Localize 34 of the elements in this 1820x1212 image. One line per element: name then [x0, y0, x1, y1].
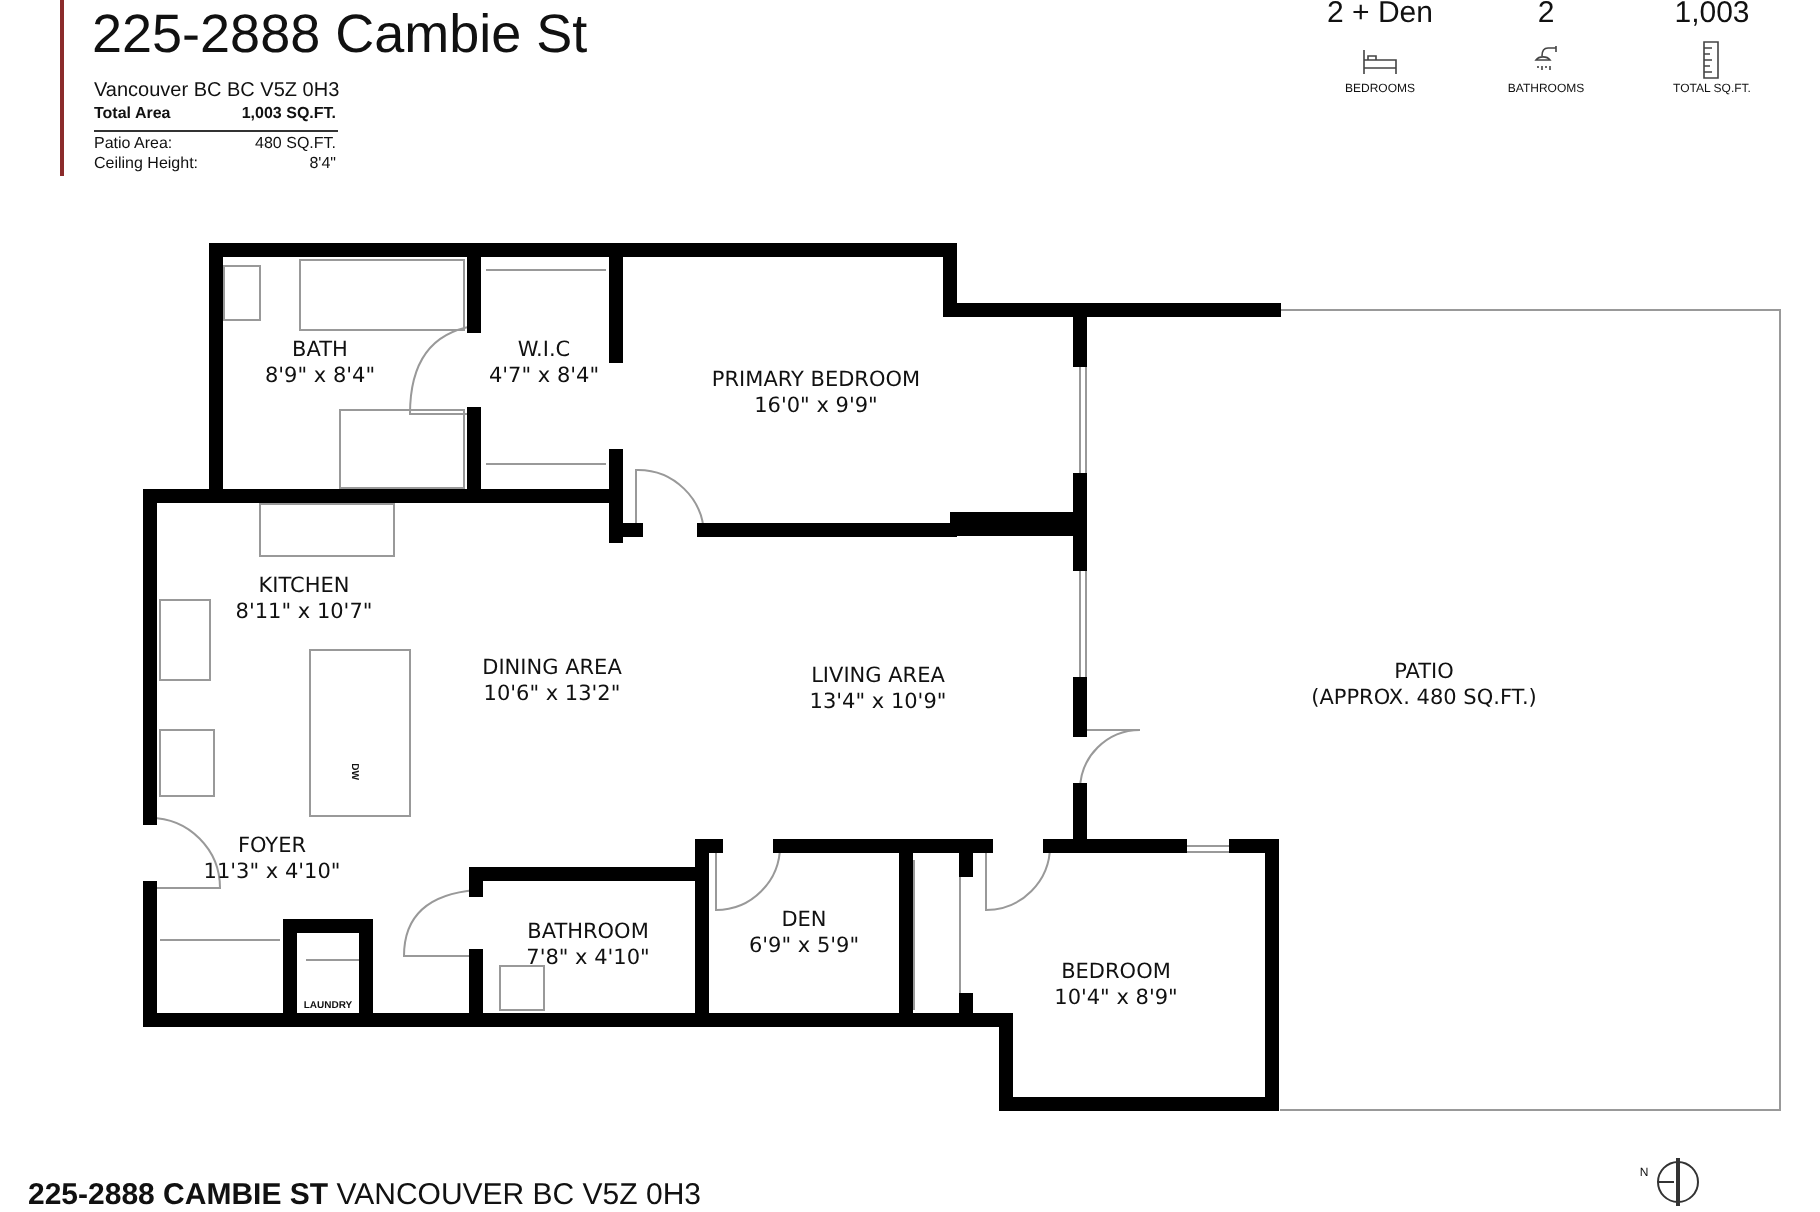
spec-text: Total Area [94, 106, 171, 124]
stat-value: 2 + Den [1327, 0, 1433, 31]
spec-text: Patio Area: [94, 136, 173, 154]
room-dimensions: (APPROX. 480 SQ.FT.) [1311, 686, 1537, 713]
spec-text: 8'4" [309, 156, 336, 174]
room-dimensions: 4'7" x 8'4" [488, 364, 600, 391]
spec-text: 1,003 SQ.FT. [241, 106, 336, 124]
room-dimensions: 10'4" x 8'9" [1054, 986, 1178, 1013]
room-dimensions: 16'0" x 9'9" [754, 394, 878, 421]
title: 225-2888 Cambie St [92, 4, 588, 66]
room-name: PATIO [1394, 659, 1454, 686]
room-dimensions: 10'6" x 13'2" [483, 682, 621, 709]
room-dimensions: 13'4" x 10'9" [809, 690, 947, 717]
room-dimensions: 7'8" x 4'10" [526, 946, 650, 973]
spec-text: Ceiling Height: [94, 156, 199, 174]
spec-text: 480 SQ.FT. [255, 136, 336, 154]
room-name: BATH [292, 337, 348, 364]
room-name: LIVING AREA [811, 663, 945, 690]
room-name: W.I.C [517, 337, 571, 364]
room-name: DINING AREA [482, 655, 622, 682]
room-name: BEDROOM [1061, 959, 1171, 986]
room-dimensions: 8'9" x 8'4" [264, 364, 376, 391]
room-dimensions: 6'9" x 5'9" [748, 934, 860, 961]
footer-address: 225-2888 CAMBIE ST VANCOUVER BC V5Z 0H3 [28, 1180, 702, 1212]
room-dimensions: 11'3" x 4'10" [203, 860, 341, 887]
stat-value: 1,003 [1674, 0, 1750, 31]
room-name: KITCHEN [258, 573, 350, 600]
stat-value: 2 [1537, 0, 1555, 31]
address-text: Vancouver BC BC V5Z 0H3 [94, 80, 340, 102]
room-name: BATHROOM [527, 919, 649, 946]
room-name: DEN [781, 907, 827, 934]
room-name: PRIMARY BEDROOM [711, 367, 921, 394]
room-dimensions: 8'11" x 10'7" [235, 600, 373, 627]
room-name: FOYER [237, 833, 307, 860]
